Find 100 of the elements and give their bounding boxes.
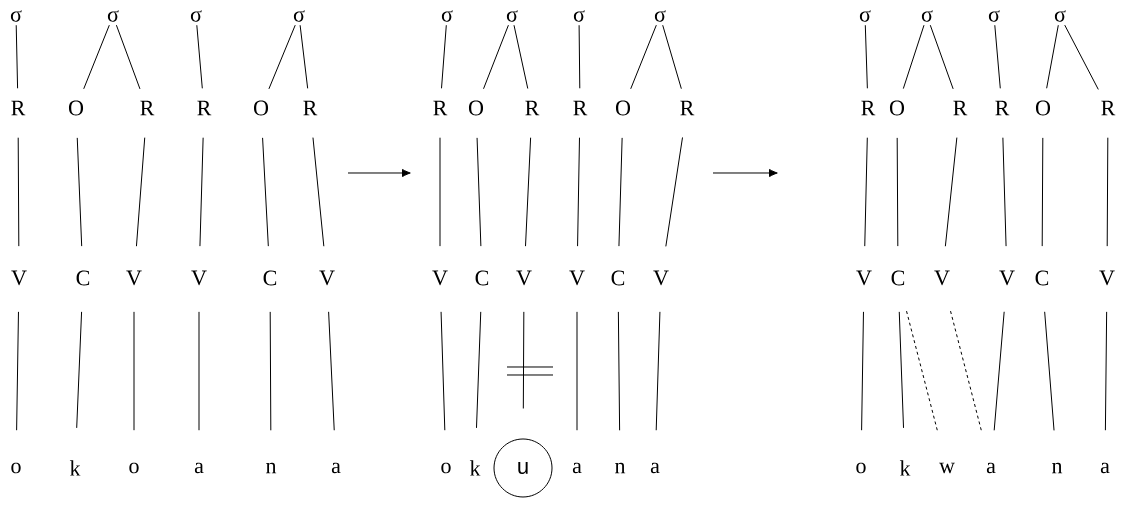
association-line [312,137,325,247]
syllable-label: σ [859,10,871,22]
segment-label: n [1052,462,1063,474]
association-line [950,310,982,432]
association-line [439,137,441,247]
syllable-label: σ [988,10,1000,22]
constituent-label: R [303,100,318,116]
constituent-label: O [615,100,631,116]
association-line [929,24,954,90]
association-line [902,24,925,90]
skeleton-label: C [263,270,277,286]
association-line [76,137,83,247]
association-line [1106,137,1109,247]
association-line [198,311,200,431]
syllable-label: σ [10,10,22,22]
association-line [199,137,204,247]
constituent-label: R [197,100,212,116]
syllable-label: σ [441,10,453,22]
association-line [196,24,203,89]
association-line [1064,24,1099,90]
association-line [525,137,532,247]
association-line [17,137,20,247]
skeleton-label: V [999,270,1015,286]
syllable-label: σ [506,10,518,22]
association-line [578,24,581,89]
association-line [1044,311,1055,431]
skeleton-label: V [126,270,142,286]
skeleton-label: V [653,270,669,286]
association-line [440,311,446,431]
association-line [483,24,509,90]
segment-label: n [266,462,277,474]
constituent-label: R [953,100,968,116]
skeleton-label: C [611,270,625,286]
segment-label: a [986,462,996,474]
skeleton-label: V [516,270,532,286]
segment-label: a [572,462,582,474]
skeleton-label: V [569,270,585,286]
skeleton-label: C [475,270,489,286]
syllable-label: σ [1054,10,1066,22]
skeleton-label: V [1099,270,1115,286]
association-line [618,137,623,247]
segment-label: k [469,460,481,476]
syllable-label: σ [654,10,666,22]
association-line [906,310,939,432]
constituent-label: O [69,100,84,116]
association-line [864,24,868,89]
skeleton-label: C [76,270,90,286]
association-line [1046,24,1059,89]
association-line [864,137,868,247]
association-line [513,24,529,89]
association-line [576,311,578,431]
association-line [135,137,146,247]
segment-label: o [441,462,451,474]
skeleton-label: V [191,270,207,286]
association-line [994,24,1001,89]
segment-label: a [1100,462,1110,474]
constituent-label: O [468,100,484,116]
constituent-label: R [433,100,448,116]
constituent-label: R [680,100,695,116]
association-line [328,311,335,431]
association-line [896,137,899,247]
association-line [15,24,19,89]
segment-label: w [939,462,955,474]
association-line [522,311,525,409]
segment-label: a [194,462,204,474]
association-line [1002,137,1007,247]
syllable-label: σ [921,10,933,22]
skeleton-label: C [1035,270,1049,286]
association-line [115,24,141,90]
syllable-label: σ [107,10,119,22]
association-line [269,311,272,431]
skeleton-label: V [856,270,872,286]
constituent-label: R [1101,100,1116,116]
segment-label: o [11,462,21,474]
association-line [299,24,309,89]
circled-segment: u [493,438,553,498]
segment-label: o [129,462,139,474]
association-line [1104,311,1108,431]
constituent-label: R [525,100,540,116]
segment-label: a [331,462,341,474]
skeleton-label: V [319,270,335,286]
constituent-label: R [11,100,26,116]
association-line [898,311,905,429]
syllable-label: σ [293,10,305,22]
association-line [262,137,269,247]
constituent-label: O [1035,100,1051,116]
association-line [133,311,135,431]
skeleton-label: V [432,270,448,286]
segment-label: n [615,462,626,474]
association-line [476,311,482,429]
constituent-label: O [254,100,269,116]
association-line [1041,137,1044,247]
skeleton-label: V [11,270,27,286]
association-line [861,311,864,431]
segment-label: o [856,462,866,474]
segment-label: k [899,460,911,476]
association-line [665,136,683,247]
association-line [630,24,657,90]
skeleton-label: V [934,270,950,286]
syllable-label: σ [190,10,202,22]
